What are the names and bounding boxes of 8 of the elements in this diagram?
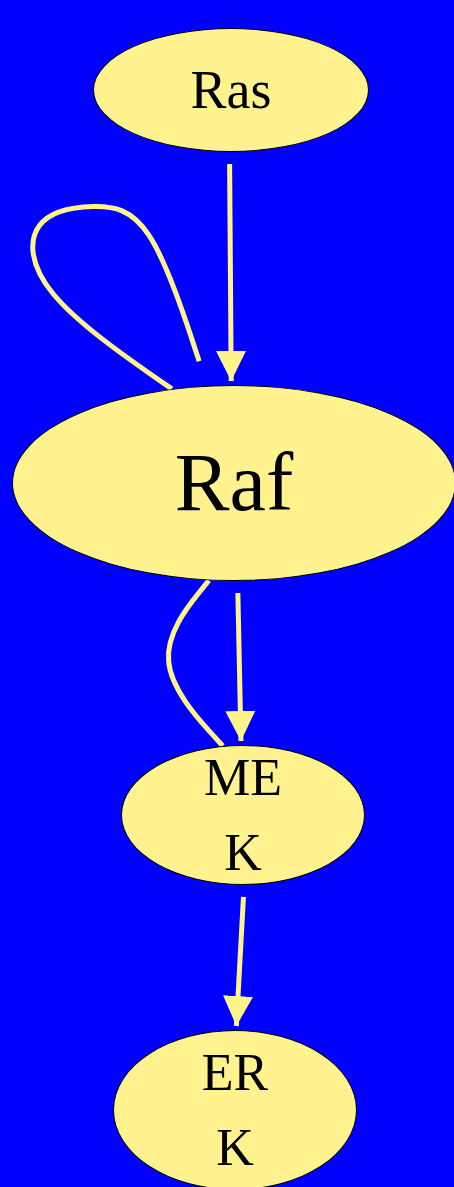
node-label: Raf — [174, 442, 294, 524]
node-label: MEK — [203, 747, 283, 883]
node-label: Ras — [190, 63, 272, 117]
node-label: ERK — [200, 1042, 270, 1178]
arrow — [216, 164, 246, 382]
curved-line — [30, 204, 202, 391]
arrow — [225, 592, 256, 742]
arrow — [223, 896, 253, 1027]
